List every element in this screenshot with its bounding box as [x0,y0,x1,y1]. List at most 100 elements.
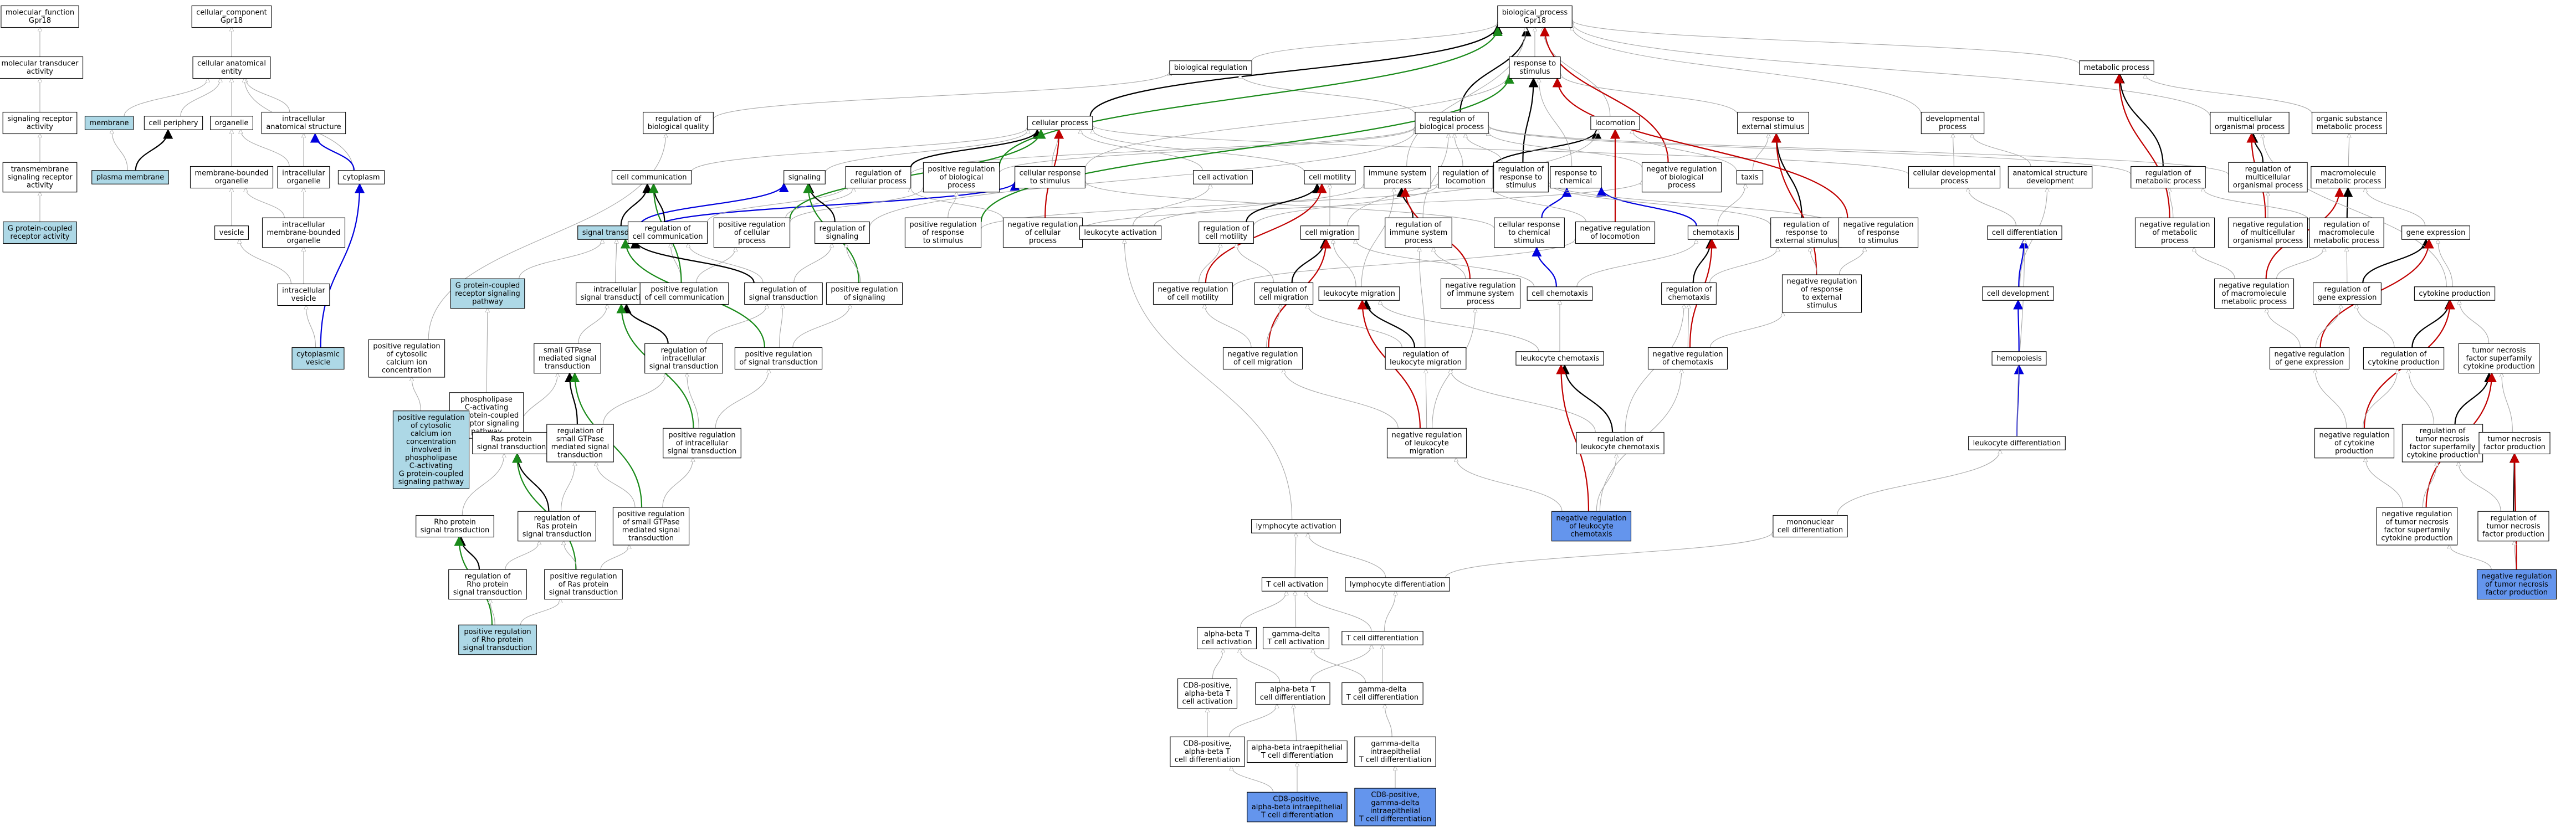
node-label-line: intracellular [282,115,325,124]
node-box [191,5,272,28]
go-term-node-cell-communication: cell communication [611,170,692,184]
node-label-line: production [2335,447,2374,455]
node-label-line: cell differentiation [1992,229,2057,237]
node-label-line: of biological [1660,173,1704,182]
node-label-line: mononuclear [1786,518,1834,527]
node-box [2134,217,2215,248]
node-label-line: cell differentiation [1260,694,1325,702]
node-label-line: calcium ion [386,358,427,367]
go-term-node-organelle: organelle [210,116,253,130]
node-label-line: of biological [940,173,984,182]
node-label-line: regulation of [2324,286,2370,294]
node-label-line: cytokine production [2406,451,2478,460]
node-label-line: anatomical structure [2012,169,2087,178]
node-label-line: C-activating [409,462,453,470]
node-label-line: activity [27,123,53,131]
node-label-line: positive regulation [909,220,976,229]
node-label-line: regulation of [1666,286,1712,294]
node-label-line: to stimulus [1030,177,1070,186]
edge-is-a [520,599,560,625]
edge-is-a [824,130,1028,173]
edge-is-a [1455,134,1463,167]
edge-is-a [560,462,575,512]
node-label-line: organelle [287,177,321,186]
edge-is-a [240,130,290,167]
node-box [1247,792,1348,823]
node-box [1968,436,2066,450]
node-label-line: CD8-positive, [1273,795,1321,803]
node-box [2376,507,2458,546]
node-label-line: of cellular [1025,229,1061,237]
node-label-line: macromolecule [2321,169,2376,178]
edge-is-a [1240,74,1416,115]
edge-is-a [1380,300,1539,352]
node-label-line: gene expression [2318,294,2377,302]
node-label-line: chemical [1560,177,1592,186]
node-box [1385,217,1452,248]
edge-is-a [2409,369,2434,425]
node-label-line: signal transduction [581,294,650,302]
node-box [643,111,714,135]
node-label-line: leukocyte differentiation [1973,439,2061,448]
node-label-line: factor production [2483,443,2546,451]
edge-regulates [1692,238,1716,283]
node-label-line: signaling [788,173,821,182]
edge-is-a [1082,181,1642,229]
node-box [1261,577,1329,592]
node-label-line: process [1939,123,1966,131]
node-label-line: of response [1801,286,1843,294]
edge-negatively-regulates [1552,77,1848,218]
node-box [1987,225,2062,240]
node-label-line: signal transduction [453,588,523,597]
node-box [1527,286,1593,301]
node-box [1304,170,1356,184]
node-label-line: cell development [1987,290,2049,298]
node-label-line: signal transduction [668,447,737,455]
go-term-node-t-cell-activation: T cell activation [1261,577,1329,592]
node-label-line: T cell differentiation [1359,756,1431,764]
node-label-line: phospholipase [460,395,513,404]
edge-negatively-regulates [1205,183,1327,283]
node-label-line: phospholipase [405,454,457,462]
edge-is-a [1133,184,1211,226]
node-label-line: cell migration [1305,229,1354,237]
node-label-line: regulation of [1204,225,1249,233]
node-box [518,511,596,542]
edge-is-a [1717,184,1745,226]
node-label-line: regulation of [1597,435,1643,444]
edge-is-a [245,79,290,112]
node-box [1641,162,1722,193]
go-term-node-cell-activation: cell activation [1193,170,1253,184]
node-label-line: Gpr18 [1524,17,1546,25]
node-box [416,515,494,538]
node-label-line: CD8-positive, [1371,791,1419,799]
node-box [1515,351,1604,366]
node-label-line: Gpr18 [29,17,51,25]
node-label-line: T cell differentiation [1359,815,1431,824]
node-box [1438,166,1493,189]
node-box [2401,424,2483,463]
edge-is-a [490,599,495,625]
edges-layer [40,20,2520,793]
edge-is-a [2422,462,2436,508]
node-box [277,166,330,189]
